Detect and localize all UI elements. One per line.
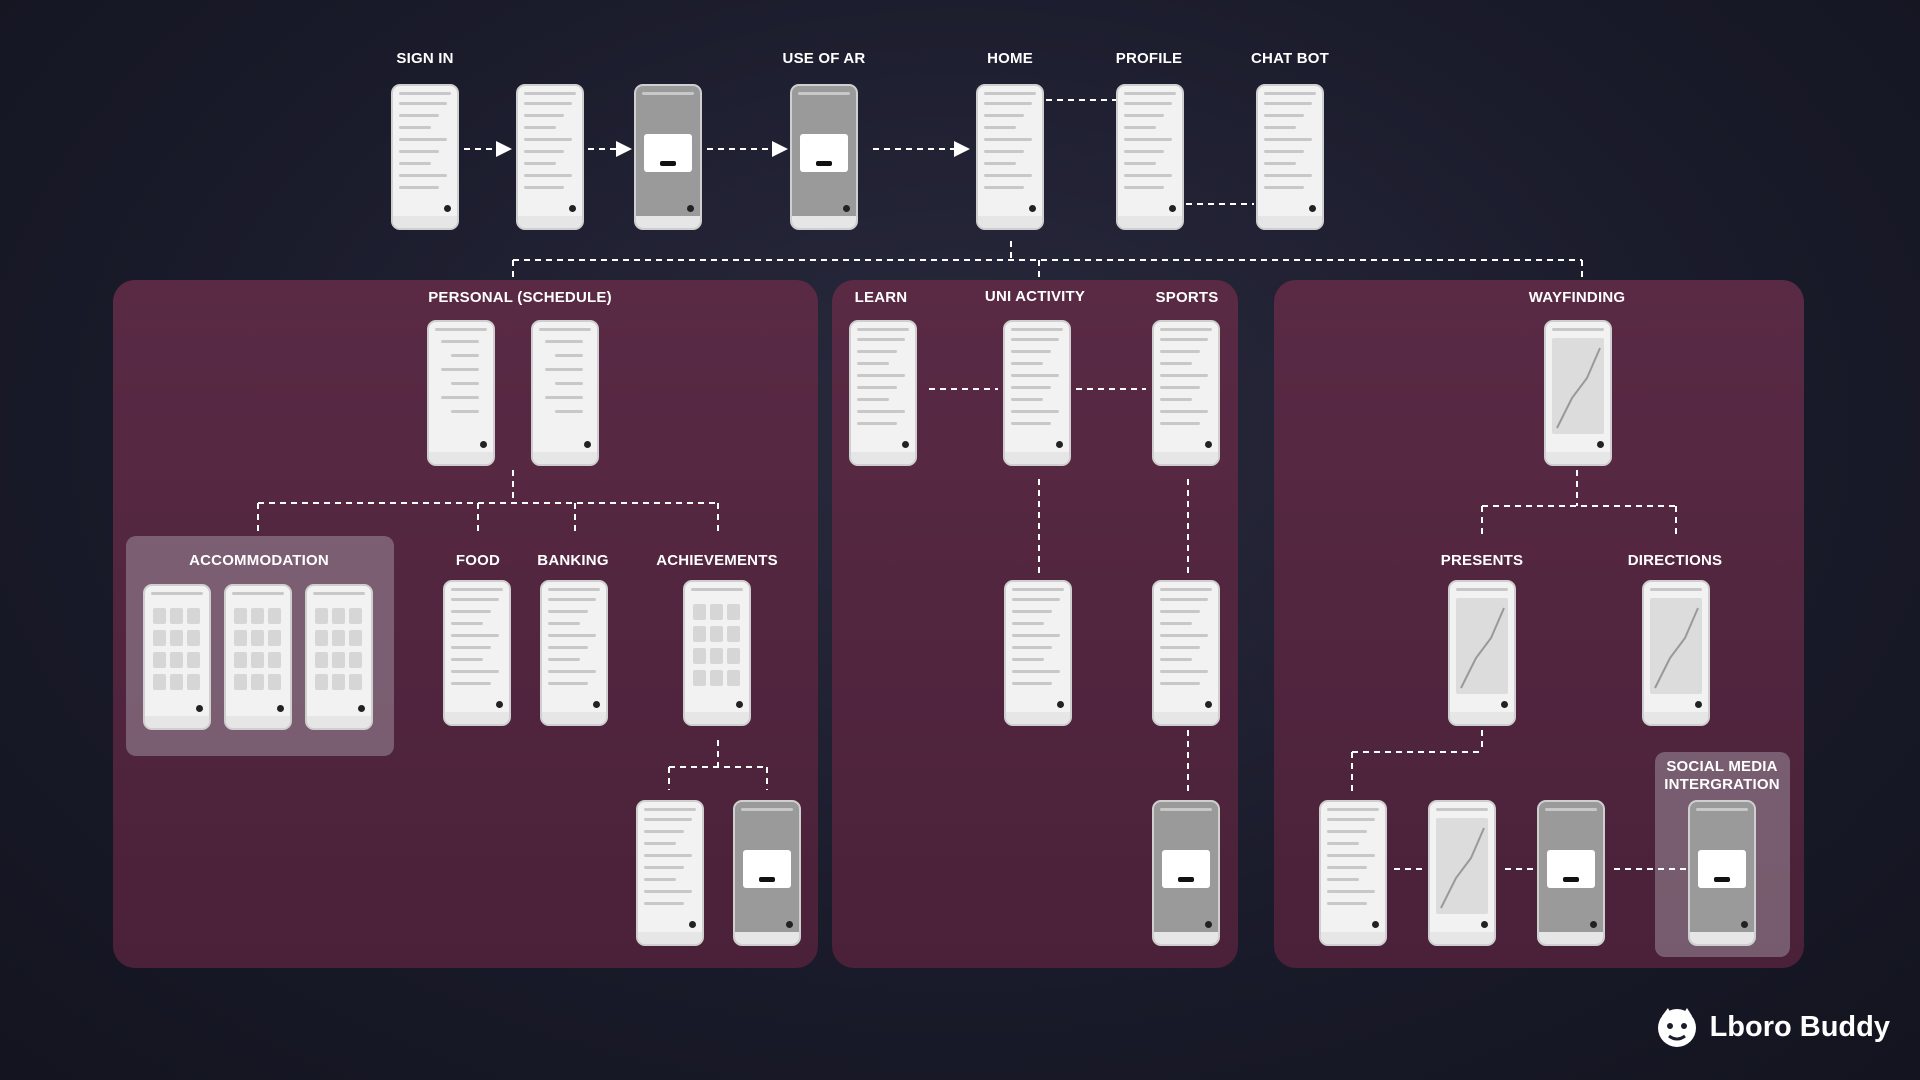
phone-sports-booked xyxy=(1152,800,1220,946)
phone-home xyxy=(976,84,1044,230)
phone-sports-detail xyxy=(1152,580,1220,726)
phone-achievements-list xyxy=(636,800,704,946)
phone-wayfinding xyxy=(1544,320,1612,466)
label-social-media-line1: SOCIAL MEDIA xyxy=(1666,758,1778,775)
phone-directions xyxy=(1642,580,1710,726)
phone-chat-bot xyxy=(1256,84,1324,230)
label-use-of-ar: USE OF AR xyxy=(782,50,866,67)
phone-presents xyxy=(1448,580,1516,726)
label-sports: SPORTS xyxy=(1155,289,1219,306)
phone-post-3 xyxy=(1537,800,1605,946)
phone-food xyxy=(443,580,511,726)
label-social-media: SOCIAL MEDIA INTERGRATION xyxy=(1664,758,1779,794)
phone-learn xyxy=(849,320,917,466)
phone-accommodation-1 xyxy=(143,584,211,730)
label-uni-activity: UNI ACTIVITY xyxy=(984,288,1086,305)
label-achievements: ACHIEVEMENTS xyxy=(656,552,778,569)
phone-uni-activity xyxy=(1003,320,1071,466)
phone-uni-activity-detail xyxy=(1004,580,1072,726)
bulldog-icon xyxy=(1657,1008,1696,1047)
label-banking: BANKING xyxy=(537,552,609,569)
label-home: HOME xyxy=(987,50,1033,67)
phone-post-1 xyxy=(1319,800,1387,946)
label-food: FOOD xyxy=(455,552,501,569)
phone-personal-2 xyxy=(531,320,599,466)
label-profile: PROFILE xyxy=(1115,50,1183,67)
label-sign-in: SIGN IN xyxy=(396,50,454,67)
phone-social-share xyxy=(1688,800,1756,946)
phone-sports xyxy=(1152,320,1220,466)
label-presents: PRESENTS xyxy=(1440,552,1524,569)
phone-achievements xyxy=(683,580,751,726)
phone-profile xyxy=(1116,84,1184,230)
label-accommodation: ACCOMMODATION xyxy=(189,552,329,569)
label-personal-schedule: PERSONAL (SCHEDULE) xyxy=(428,289,612,306)
label-chat-bot: CHAT BOT xyxy=(1251,50,1329,67)
phone-use-of-ar xyxy=(790,84,858,230)
phone-accommodation-3 xyxy=(305,584,373,730)
phone-post-2 xyxy=(1428,800,1496,946)
phone-achievements-new xyxy=(733,800,801,946)
label-directions: DIRECTIONS xyxy=(1627,552,1723,569)
phone-personal-1 xyxy=(427,320,495,466)
logo: Lboro Buddy xyxy=(1654,1004,1890,1050)
phone-sign-in-2 xyxy=(516,84,584,230)
logo-text: Lboro Buddy xyxy=(1709,1010,1890,1043)
phone-sign-in-1 xyxy=(391,84,459,230)
label-wayfinding: WAYFINDING xyxy=(1528,289,1626,306)
phone-banking xyxy=(540,580,608,726)
label-learn: LEARN xyxy=(854,289,908,306)
phone-sign-in-3 xyxy=(634,84,702,230)
phone-accommodation-2 xyxy=(224,584,292,730)
label-social-media-line2: INTERGRATION xyxy=(1664,776,1780,793)
